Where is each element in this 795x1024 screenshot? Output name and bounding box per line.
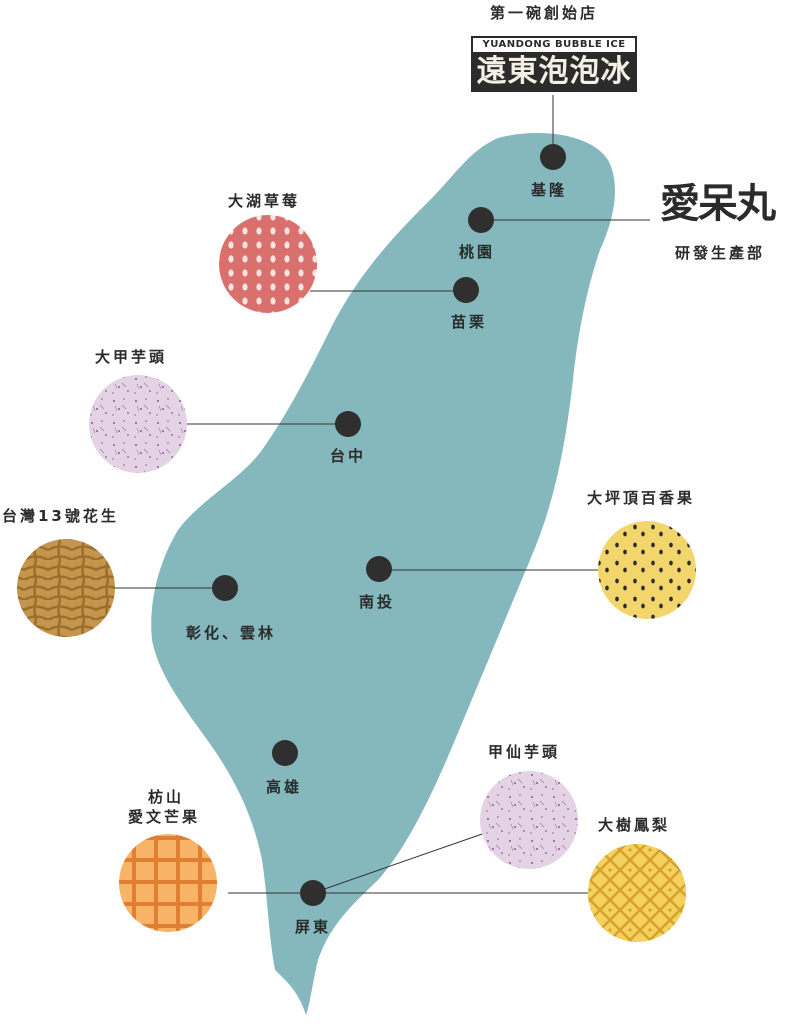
pineapple-swatch: [588, 844, 686, 942]
produce-taro-jiaxian-label: 甲仙芋頭: [488, 743, 561, 761]
dot-kaohsiung: [272, 740, 298, 766]
city-keelung: 基隆: [531, 181, 568, 199]
taro-dajia-swatch: [89, 375, 187, 473]
yuandong-logo-en: YUANDONG BUBBLE ICE: [471, 36, 637, 52]
city-nantou: 南投: [359, 593, 396, 611]
yuandong-logo-zh: 遠東泡泡冰: [471, 52, 637, 92]
mango-swatch: [119, 834, 217, 932]
aidai-logo: 愛呆丸: [660, 181, 776, 227]
dot-keelung: [540, 144, 566, 170]
produce-mango-label-1: 枋山: [148, 788, 185, 806]
city-kaohsiung: 高雄: [266, 778, 303, 796]
dot-nantou: [366, 556, 392, 582]
taro-jiaxian-swatch: [480, 771, 578, 869]
produce-pineapple-label: 大樹鳳梨: [598, 816, 671, 834]
city-pingtung: 屏東: [295, 918, 332, 936]
dot-taichung: [335, 411, 361, 437]
city-miaoli: 苗栗: [451, 313, 488, 331]
dot-taoyuan: [468, 207, 494, 233]
produce-strawberry-label: 大湖草莓: [228, 192, 301, 210]
first-bowl-label: 第一碗創始店: [490, 4, 599, 22]
peanut-swatch: [17, 539, 115, 637]
dot-changhua-yunlin: [212, 575, 238, 601]
city-taichung: 台中: [330, 447, 367, 465]
strawberry-swatch: [219, 215, 317, 313]
dot-pingtung: [300, 880, 326, 906]
produce-passionfruit-label: 大坪頂百香果: [587, 489, 696, 507]
yuandong-logo: YUANDONG BUBBLE ICE 遠東泡泡冰: [471, 36, 637, 94]
produce-taro-dajia-label: 大甲芋頭: [95, 348, 168, 366]
passionfruit-swatch: [598, 521, 696, 619]
aidai-sub-label: 研發生產部: [675, 244, 766, 262]
dot-miaoli: [453, 277, 479, 303]
produce-peanut-label: 台灣13號花生: [2, 507, 119, 525]
city-taoyuan: 桃園: [459, 243, 496, 261]
city-changhua-yunlin: 彰化、雲林: [186, 624, 277, 642]
produce-mango-label-2: 愛文芒果: [128, 808, 201, 826]
line-taro-jiaxian: [312, 832, 486, 894]
